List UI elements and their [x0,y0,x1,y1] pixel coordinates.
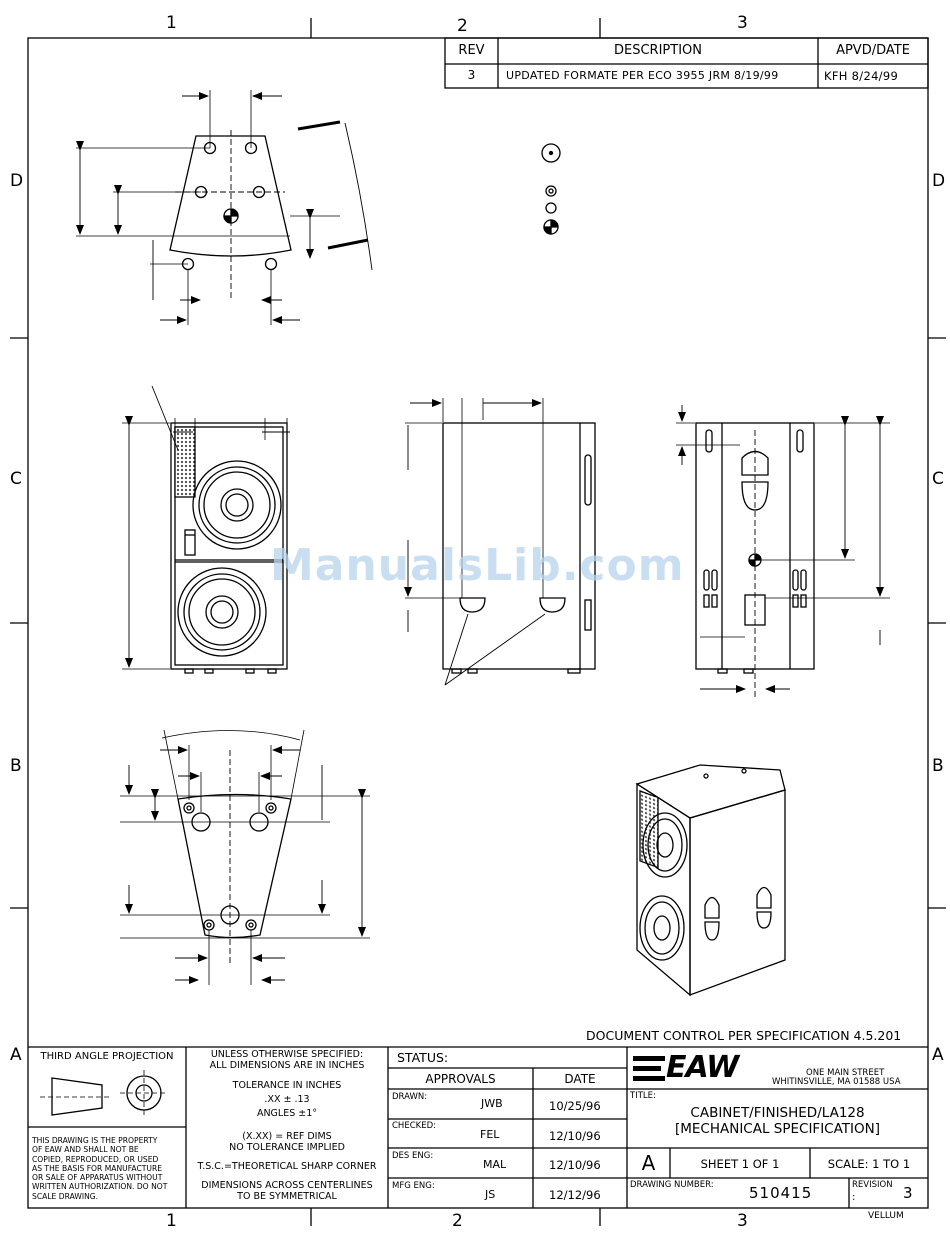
mfg-eng-name: JS [485,1188,496,1201]
zone-right-c: C [932,469,944,489]
rev-description: UPDATED FORMATE PER ECO 3955 JRM 8/19/99 [506,69,779,82]
side-view [404,398,596,686]
checked-name: FEL [480,1128,500,1141]
document-control-note: DOCUMENT CONTROL PER SPECIFICATION 4.5.2… [586,1028,902,1043]
revision-label: REVISION [852,1180,893,1190]
projection-title: THIRD ANGLE PROJECTION [40,1051,174,1062]
date-header: DATE [564,1072,596,1086]
drawing-title-line2: [MECHANICAL SPECIFICATION] [674,1121,881,1137]
property-line-7: SCALE DRAWING. [32,1191,99,1201]
sheet-count: SHEET 1 OF 1 [700,1157,780,1171]
zone-right-b: B [932,756,944,776]
des-eng-name: MAL [483,1158,507,1171]
property-line-4: AS THE BASIS FOR MANUFACTURE [32,1163,163,1173]
zone-top-3: 3 [737,13,748,33]
property-line-1: THIS DRAWING IS THE PROPERTY [32,1136,158,1145]
legend-circle-small [545,185,557,197]
eaw-logo: EAW [666,1050,739,1085]
apvd-header: APVD/DATE [836,43,910,58]
company-address-1: ONE MAIN STREET [806,1068,885,1078]
watermark: ManualsLib.com [270,540,685,591]
mfg-eng-role: MFG ENG: [392,1181,435,1191]
revision-colon: : [852,1192,856,1203]
mfg-eng-date: 12/12/96 [549,1188,601,1202]
drawing-title-line1: CABINET/FINISHED/LA128 [690,1105,865,1121]
tol-angles: ANGLES ±1° [256,1108,318,1119]
tol-sym1: DIMENSIONS ACROSS CENTERLINES [201,1180,373,1191]
tol-xx: .XX ± .13 [264,1094,310,1105]
drawn-name: JWB [481,1097,503,1110]
eaw-logo-icon [633,1056,665,1081]
rear-view [676,405,890,700]
zone-left-b: B [10,756,22,776]
drawn-date: 10/25/96 [549,1099,601,1113]
drawing-number-label: DRAWING NUMBER: [630,1180,714,1190]
zone-bottom-1: 1 [166,1211,177,1231]
tol-sym2: TO BE SYMMETRICAL [237,1191,337,1202]
checked-date: 12/10/96 [549,1129,601,1143]
tol-ref2: NO TOLERANCE IMPLIED [229,1142,345,1153]
legend-circle-large [541,143,561,163]
zone-bottom-2: 2 [452,1211,463,1231]
tol-ref1: (X.XX) = REF DIMS [242,1131,332,1142]
sheet-size: A [641,1151,656,1175]
description-header: DESCRIPTION [614,43,702,58]
zone-left-c: C [10,469,22,489]
zone-left-d: D [10,171,24,191]
company-address-2: WHITINSVILLE, MA 01588 USA [772,1077,901,1087]
title-block-lines [28,1046,928,1208]
paper-type: VELLUM [868,1211,904,1221]
zone-top-2: 2 [457,16,468,36]
zone-bottom-3: 3 [737,1211,748,1231]
rev-apvd: KFH 8/24/99 [824,69,899,83]
drawing-number: 510415 [749,1184,813,1202]
zone-right-a: A [932,1045,944,1065]
des-eng-role: DES ENG: [392,1151,434,1161]
tol-tsc: T.S.C.=THEORETICAL SHARP CORNER [197,1161,377,1172]
property-line-6: WRITTEN AUTHORIZATION. DO NOT [32,1182,168,1192]
rev-header: REV [458,43,485,58]
top-view-upper [76,90,373,325]
status-label: STATUS: [397,1050,449,1065]
des-eng-date: 12/10/96 [549,1158,601,1172]
approvals-header: APPROVALS [425,1072,496,1086]
drawn-role: DRAWN: [392,1092,428,1102]
property-notice: THIS DRAWING IS THE PROPERTY OF EAW AND … [32,1136,186,1201]
zone-top-1: 1 [166,13,177,33]
tol-title: TOLERANCE IN INCHES [232,1080,342,1091]
property-line-3: COPIED, REPRODUCED, OR USED [32,1154,159,1164]
drawing-scale: SCALE: 1 TO 1 [827,1157,911,1171]
rev-value: 3 [467,68,476,82]
checked-role: CHECKED: [392,1121,436,1131]
revision-value: 3 [903,1184,913,1202]
title-label: TITLE: [630,1091,656,1101]
tol-line1: UNLESS OTHERWISE SPECIFIED: [210,1049,364,1060]
bottom-view [120,729,370,985]
tol-line2: ALL DIMENSIONS ARE IN INCHES [209,1060,365,1071]
isometric-view [635,764,786,997]
zone-right-d: D [932,171,946,191]
projection-cone-icon [51,1077,103,1116]
revision-table [444,37,929,89]
property-line-2: OF EAW AND SHALL NOT BE [32,1145,139,1155]
zone-left-a: A [10,1045,22,1065]
front-view [122,385,290,674]
property-line-5: OR SALE OF APPARATUS WITHOUT [32,1173,163,1183]
